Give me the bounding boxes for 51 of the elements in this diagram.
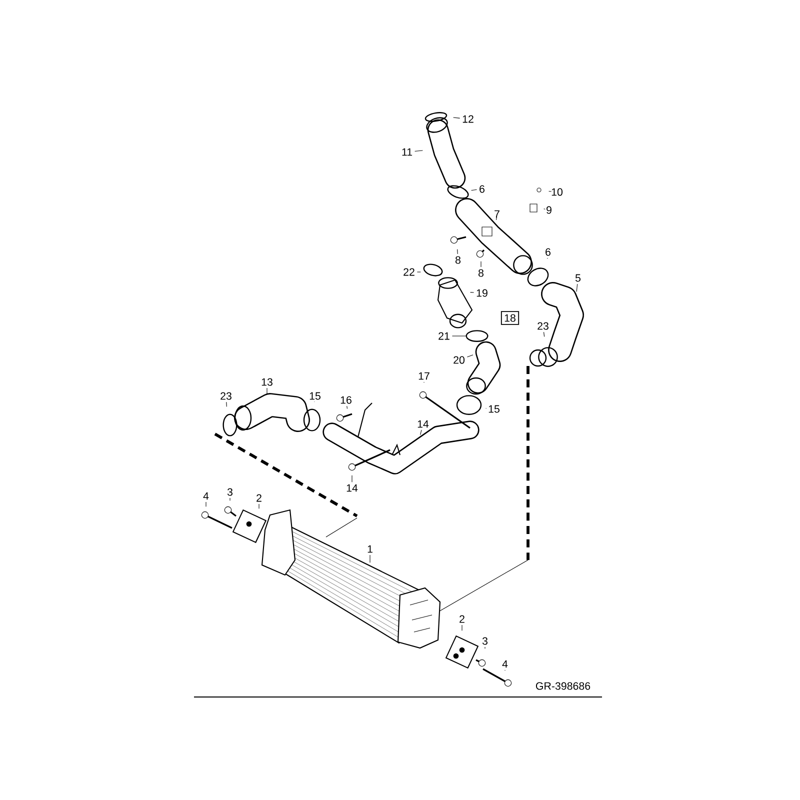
leader-line — [496, 216, 497, 220]
leader-line — [470, 292, 474, 293]
drawing-number: GR-398686 — [536, 682, 590, 690]
sealing-ring — [466, 330, 488, 342]
callout-number: 14 — [418, 420, 429, 428]
callout-number: 6 — [480, 185, 484, 193]
callout-number: 15 — [310, 392, 320, 400]
callout-number: 1 — [368, 545, 372, 553]
leader-line — [548, 191, 552, 192]
leader-line — [480, 261, 482, 268]
leader-line — [466, 354, 474, 358]
callout-number: 14 — [346, 484, 358, 492]
leader-line — [414, 150, 423, 152]
leader-line — [453, 117, 460, 118]
leader-line — [576, 284, 578, 292]
leader-line — [484, 646, 486, 649]
callout-number: 13 — [262, 378, 272, 386]
leader-line — [266, 388, 268, 395]
callout-number: 4 — [203, 492, 209, 500]
leader-line — [346, 406, 348, 409]
callout-number: 6 — [546, 248, 550, 256]
callout-number: 8 — [456, 256, 460, 264]
leader-line — [226, 402, 227, 407]
boxed-callout-number: 18 — [500, 311, 520, 325]
callout-number: 8 — [478, 269, 484, 277]
callout-number: 12 — [462, 115, 474, 123]
callout-number: 23 — [220, 392, 232, 400]
leader-line — [420, 430, 422, 436]
leader-line — [544, 208, 546, 210]
leader-line — [544, 332, 545, 337]
callout-number: 9 — [546, 206, 552, 214]
callout-number: 20 — [454, 356, 465, 364]
leader-line — [471, 189, 478, 191]
callout-number: 19 — [476, 289, 488, 297]
leader-line — [457, 249, 458, 254]
callout-number: 4 — [502, 660, 508, 668]
callout-number: 2 — [460, 615, 464, 623]
callout-number: 2 — [256, 494, 262, 502]
callout-number: 11 — [402, 148, 412, 156]
callout-number: 7 — [494, 210, 500, 218]
callout-number: 3 — [227, 488, 232, 496]
callout-number: 3 — [482, 637, 488, 645]
leader-line — [258, 504, 260, 509]
callout-number: 15 — [488, 405, 500, 413]
callout-number: 21 — [438, 332, 450, 340]
callout-number: 10 — [552, 188, 563, 196]
callout-number: 16 — [340, 396, 352, 404]
callout-number: 22 — [404, 268, 414, 276]
callout-number: 17 — [418, 372, 430, 380]
callout-number: 23 — [538, 322, 548, 330]
callout-number: 5 — [575, 274, 581, 282]
